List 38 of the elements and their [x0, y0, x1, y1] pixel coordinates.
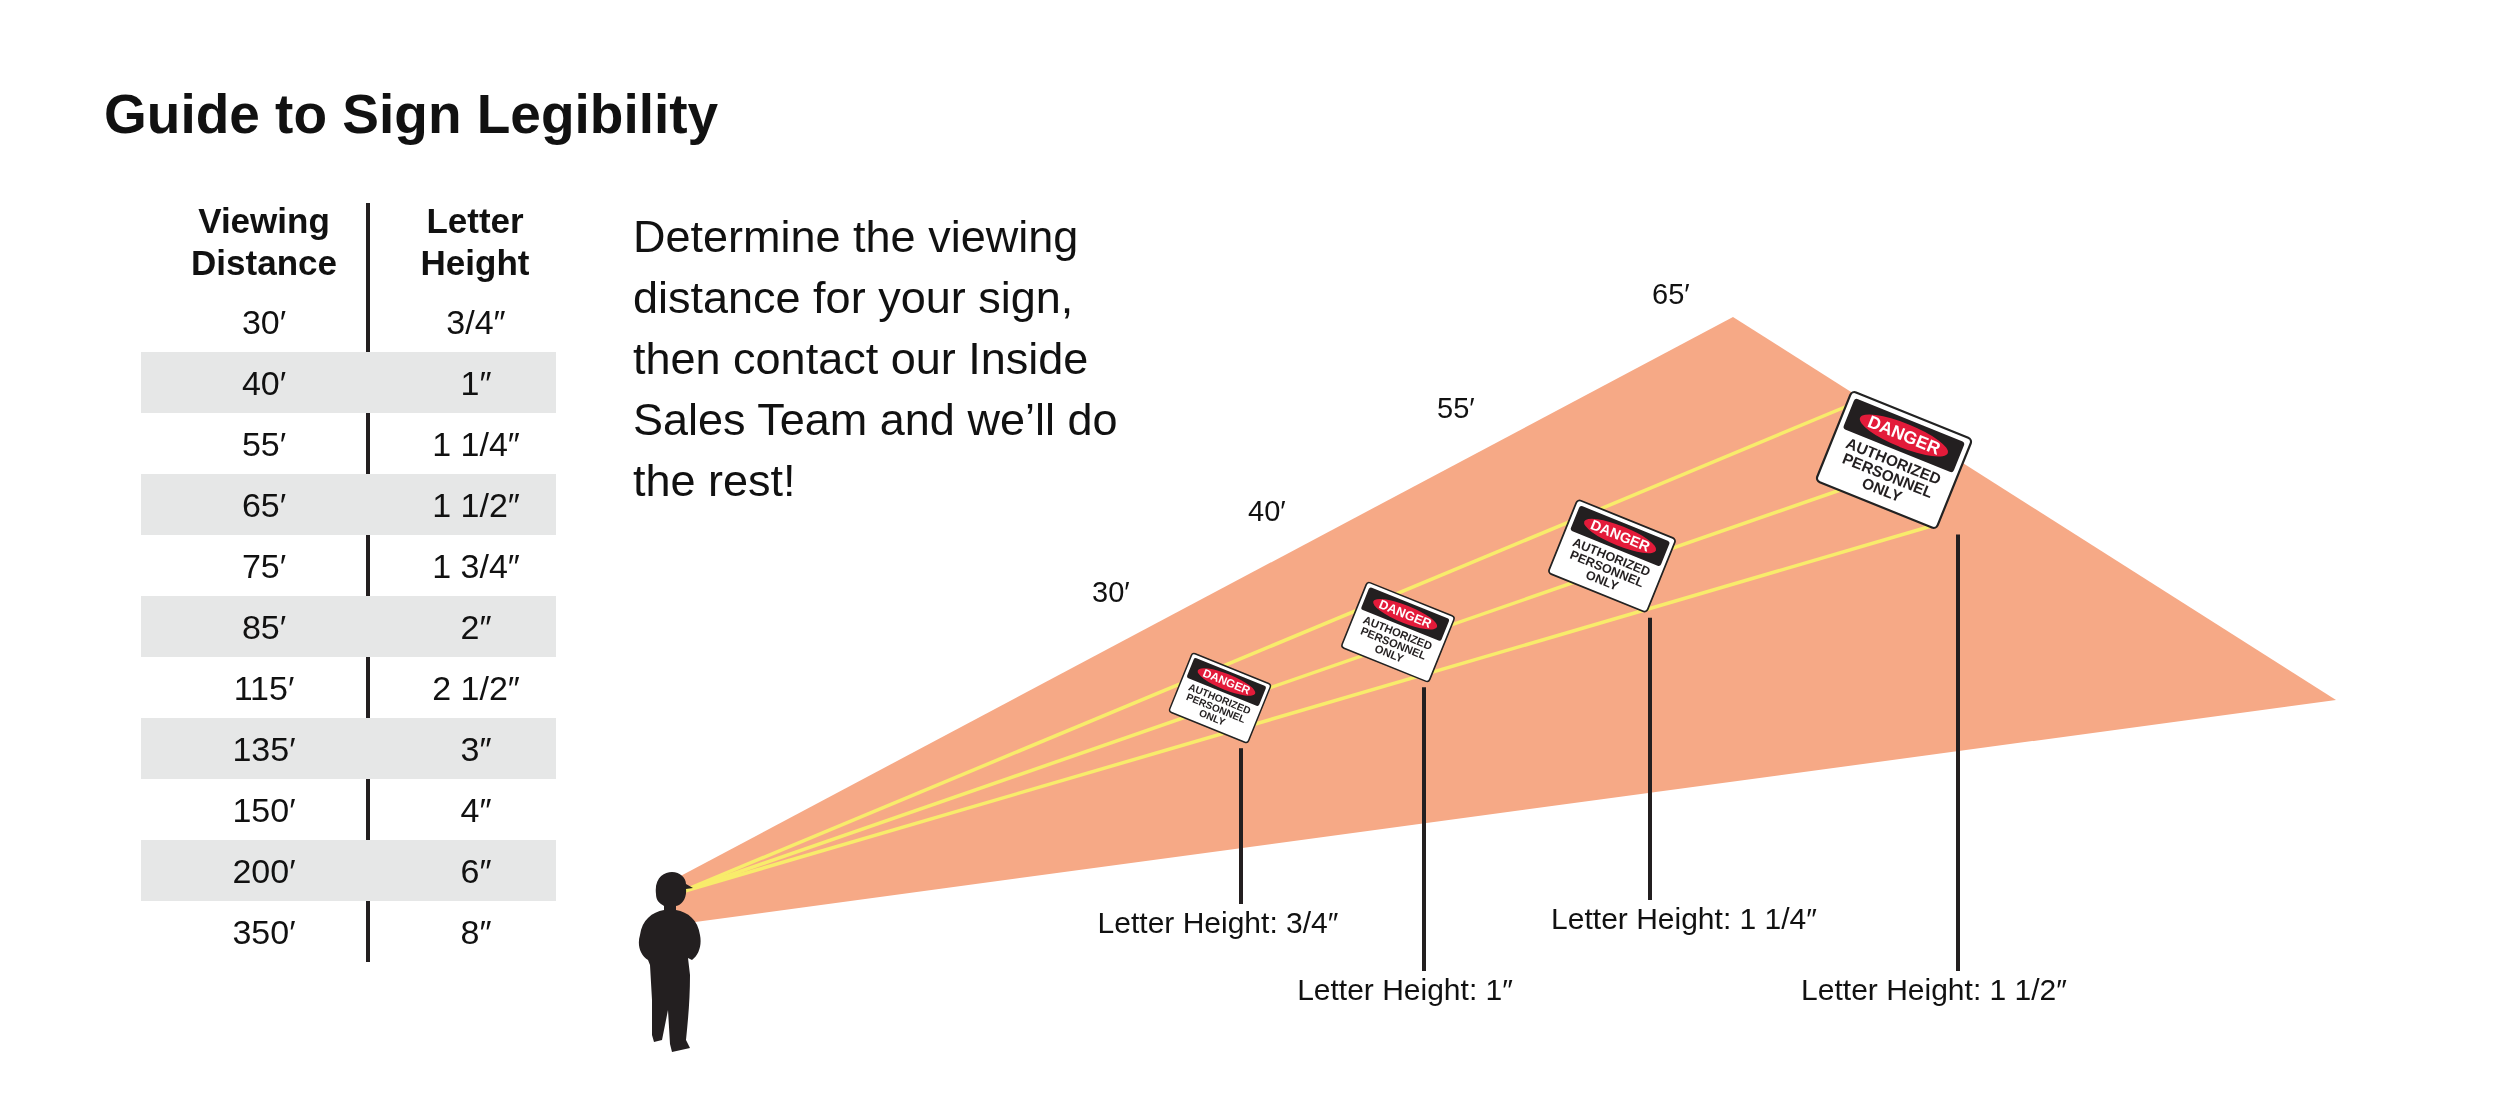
table-cell-text: 40′ [240, 363, 288, 403]
table-cell-text: 30′ [240, 302, 288, 342]
table-cell-text: 85′ [240, 607, 288, 647]
diagram-title: Guide to Sign Legibility [104, 82, 719, 146]
table-cell-text: 135′ [231, 729, 297, 769]
distance-label: 55′ [1437, 392, 1475, 425]
letter-height-label: Letter Height: 1 1/4″ [1551, 902, 1817, 936]
table-cell-text: 6″ [459, 851, 493, 891]
table-cell-text: 3/4″ [445, 302, 507, 342]
table-cell-text: 75′ [240, 546, 288, 586]
table-cell-text: 350′ [231, 912, 297, 952]
table-cell-text: 150′ [231, 790, 297, 830]
table-cell-text: 4″ [459, 790, 493, 830]
table-cell-text: 1 1/2″ [431, 485, 521, 525]
leader-line [1648, 617, 1652, 900]
column-header: Viewing Distance [190, 200, 338, 284]
instruction-text: Determine the viewing distance for your sign, then contact our Inside Sales Team and we’ll do the rest! [633, 210, 1119, 508]
distance-label: 30′ [1092, 576, 1130, 609]
column-header: Letter Height [419, 200, 531, 284]
table-cell-text: 1″ [459, 363, 493, 403]
leader-line [1956, 534, 1960, 971]
leader-line [1422, 687, 1426, 971]
table-cell-text: 115′ [232, 668, 296, 708]
table-cell-text: 3″ [459, 729, 493, 769]
letter-height-label: Letter Height: 1 1/2″ [1801, 973, 2067, 1007]
table-cell-text: 1 1/4″ [431, 424, 521, 464]
table-cell-text: 65′ [240, 485, 288, 525]
leader-line [1239, 748, 1243, 904]
table-cell-text: 1 3/4″ [431, 546, 521, 586]
distance-label: 65′ [1652, 278, 1690, 311]
letter-height-label: Letter Height: 1″ [1297, 973, 1513, 1007]
distance-label: 40′ [1248, 495, 1286, 528]
table-cell-text: 55′ [240, 424, 288, 464]
table-cell-text: 2 1/2″ [431, 668, 521, 708]
table-cell-text: 2″ [459, 607, 493, 647]
table-cell-text: 200′ [231, 851, 297, 891]
letter-height-label: Letter Height: 3/4″ [1097, 906, 1339, 940]
table-cell-text: 8″ [459, 912, 493, 952]
